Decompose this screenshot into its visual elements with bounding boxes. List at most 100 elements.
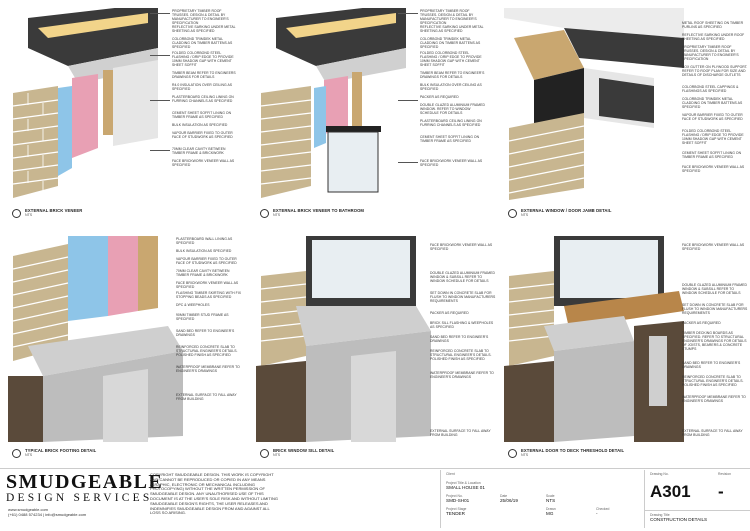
detail-2-note-5: BULK INSULATION OVER CEILING AS SPECIFIE…: [420, 83, 482, 91]
detail-1-note-11: FACE BRICKWORK VENEER WALL AS SPECIFIED: [172, 159, 235, 167]
detail-1-note-9: VAPOUR BARRIER FIXED TO OUTER FACE OF ST…: [172, 131, 233, 139]
detail-2-note-10: FACE BRICKWORK VENEER WALL AS SPECIFIED: [420, 159, 483, 167]
detail-4-illustration: [8, 236, 183, 442]
drawing-title-field: Drawing Title CONSTRUCTION DETAILS: [650, 513, 708, 522]
revision-value: -: [718, 482, 724, 501]
detail-6-note-8: EXTERNAL SURFACE TO FALL AWAY FROM BUILD…: [682, 429, 743, 437]
detail-1-note-2: COLORBOND TRIMDEK METAL CLADDING ON TIMB…: [172, 37, 233, 49]
detail-4-note-7: 90mm TIMBER STUD FRAME AS SPECIFIED: [176, 313, 229, 321]
detail-2-note-1: REFLECTIVE SARKING UNDER METAL SHEETING …: [420, 25, 484, 33]
detail-1-note-0: PROPRIETARY TIMBER ROOF TRUSSES. DESIGN …: [172, 9, 229, 25]
detail-4-note-5: FLASHING TIMBER SKIRTING WITH FIX STOPPI…: [176, 291, 242, 299]
detail-3-note-9: FACE BRICKWORK VENEER WALL AS SPECIFIED: [682, 165, 745, 173]
detail-4-note-9: REINFORCED CONCRETE SLAB TO STRUCTURAL E…: [176, 345, 238, 357]
detail-5-note-0: FACE BRICKWORK VENEER WALL AS SPECIFIED: [430, 243, 493, 251]
detail-5-note-2: SET DOWN IN CONCRETE SLAB FOR FLUSH TO W…: [430, 291, 496, 303]
detail-5-note-8: EXTERNAL SURFACE TO FALL AWAY FROM BUILD…: [430, 429, 491, 437]
detail-5-note-7: WATERPROOF MEMBRANE REFER TO ENGINEER'S …: [430, 371, 494, 379]
detail-3-note-2: PROPRIETARY TIMBER ROOF TRUSSES. DESIGN …: [682, 45, 739, 61]
detail-4-note-0: PLASTERBOARD WALL LINING AS SPECIFIED: [176, 237, 233, 245]
detail-4-note-6: DPC & WEEPHOLES: [176, 303, 210, 307]
detail-1-note-1: REFLECTIVE SARKING UNDER METAL SHEETING …: [172, 25, 236, 33]
detail-6-note-2: SET DOWN IN CONCRETE SLAB FOR FLUSH TO W…: [682, 303, 748, 315]
detail-marker-icon: [508, 449, 517, 458]
detail-5-note-6: REINFORCED CONCRETE SLAB TO STRUCTURAL E…: [430, 349, 492, 361]
detail-1-note-6: PLASTERBOARD CEILING LINING ON FURRING C…: [172, 95, 234, 103]
detail-4-note-4: FACE BRICKWORK VENEER WALL AS SPECIFIED: [176, 281, 239, 289]
drawing-no-label: Drawing No.: [650, 472, 669, 476]
detail-2-note-3: FOLDED COLORBOND STEEL FLASHING / DRIP E…: [420, 51, 482, 67]
detail-6-note-5: SAND BED REFER TO ENGINEER'S DRAWINGS: [682, 361, 741, 369]
contact-info: www.smudgeable.com (+61) 0488 574234 | i…: [8, 507, 87, 517]
detail-2-note-7: DOUBLE GLAZED ALUMINIUM FRAMED WINDOW. R…: [420, 103, 485, 115]
detail-1-note-7: CEMENT SHEET SOFFIT LINING ON TIMBER FRA…: [172, 111, 232, 119]
detail-3-illustration: [504, 8, 684, 200]
detail-4-note-11: EXTERNAL SURFACE TO FALL AWAY FROM BUILD…: [176, 393, 237, 401]
detail-2-note-6: PACKER AS REQUIRED: [420, 95, 459, 99]
detail-4-note-8: SAND BED REFER TO ENGINEER'S DRAWINGS: [176, 329, 235, 337]
detail-6-note-0: FACE BRICKWORK VENEER WALL AS SPECIFIED: [682, 243, 745, 251]
copyright-notice: COPYRIGHT SMUDGEABLE DESIGN. THIS WORK I…: [150, 472, 278, 516]
detail-3-note-7: FOLDED COLORBOND STEEL FLASHING / DRIP E…: [682, 129, 744, 145]
detail-3-note-3: BOX GUTTER ON PLYWOOD SUPPORT. REFER TO …: [682, 65, 748, 77]
detail-1-note-4: TIMBER BEAM REFER TO ENGINEERS DRAWINGS …: [172, 71, 236, 79]
detail-3-note-6: VAPOUR BARRIER FIXED TO OUTER FACE OF ST…: [682, 113, 743, 121]
date-field: Date 25/06/19: [500, 494, 518, 503]
detail-5-note-3: PACKER AS REQUIRED: [430, 311, 469, 315]
detail-3-note-5: COLORBOND TRIMDEK METAL CLADDING ON TIMB…: [682, 97, 743, 109]
detail-4-note-3: 70mm CLEAR CAVITY BETWEEN TIMBER FRAME &…: [176, 269, 230, 277]
detail-1-note-10: 70mm CLEAR CAVITY BETWEEN TIMBER FRAME &…: [172, 147, 226, 155]
title-block: [0, 468, 750, 531]
detail-3-note-1: REFLECTIVE SARKING UNDER ROOF SHEETING A…: [682, 33, 745, 41]
detail-3-note-0: METAL ROOF SHEETING ON TIMBER PURLINS AS…: [682, 21, 744, 29]
detail-5-note-4: BRICK SILL FLASHING & WEEPHOLES AS SPECI…: [430, 321, 494, 329]
detail-marker-icon: [260, 209, 269, 218]
detail-1-note-8: BULK INSULATION AS SPECIFIED: [172, 123, 228, 127]
detail-6-note-7: WATERPROOF MEMBRANE REFER TO ENGINEER'S …: [682, 395, 746, 403]
detail-6-note-1: DOUBLE GLAZED ALUMINIUM FRAMED WINDOW & …: [682, 283, 747, 295]
detail-2-note-8: PLASTERBOARD CEILING LINING ON FURRING C…: [420, 119, 482, 127]
detail-4-note-1: BULK INSULATION AS SPECIFIED: [176, 249, 232, 253]
detail-3-note-8: CEMENT SHEET SOFFIT LINING ON TIMBER FRA…: [682, 151, 742, 159]
detail-6-illustration: [504, 236, 684, 442]
scale-field: Scale NTS: [546, 494, 556, 503]
detail-2-note-9: CEMENT SHEET SOFFIT LINING ON TIMBER FRA…: [420, 135, 480, 143]
detail-4-note-10: WATERPROOF MEMBRANE REFER TO ENGINEER'S …: [176, 365, 240, 373]
drawn-field: Drawn MG: [546, 507, 556, 516]
detail-marker-icon: [12, 209, 21, 218]
checked-field: Checked -: [596, 507, 610, 516]
detail-3-note-4: COLORBOND STEEL CAPPINGS & FLASHINGS AS …: [682, 85, 739, 93]
detail-6-note-3: PACKER AS REQUIRED: [682, 321, 721, 325]
detail-1-note-5: R4.0 INSULATION OVER CEILING AS SPECIFIE…: [172, 83, 233, 91]
stage-field: Project Stage TENDER: [446, 507, 467, 516]
detail-marker-icon: [260, 449, 269, 458]
detail-2-note-4: TIMBER BEAM REFER TO ENGINEER'S DRAWINGS…: [420, 71, 485, 79]
detail-1-note-3: FOLDED COLORBOND STEEL FLASHING / DRIP E…: [172, 51, 234, 67]
detail-5-note-5: SAND BED REFER TO ENGINEER'S DRAWINGS: [430, 335, 489, 343]
project-field: Project Title & Location SMALL HOUSE 01: [446, 481, 485, 490]
detail-5-illustration: [256, 236, 431, 442]
revision-label: Revision: [718, 472, 732, 476]
company-logo: SMUDGEABLE DESIGN SERVICES: [6, 471, 164, 504]
detail-2-illustration: [260, 3, 406, 198]
detail-5-note-1: DOUBLE GLAZED ALUMINIUM FRAMED WINDOW & …: [430, 271, 495, 283]
detail-4-note-2: VAPOUR BARRIER FIXED TO OUTER FACE OF ST…: [176, 257, 237, 265]
drawing-number: A301: [650, 482, 691, 501]
detail-1-illustration: [12, 3, 158, 198]
project-no-field: Project No. SMD-SH01: [446, 494, 470, 503]
detail-2-note-2: COLORBOND TRIMDEK METAL CLADDING ON TIMB…: [420, 37, 481, 49]
detail-6-note-6: REINFORCED CONCRETE SLAB TO STRUCTURAL E…: [682, 375, 744, 387]
